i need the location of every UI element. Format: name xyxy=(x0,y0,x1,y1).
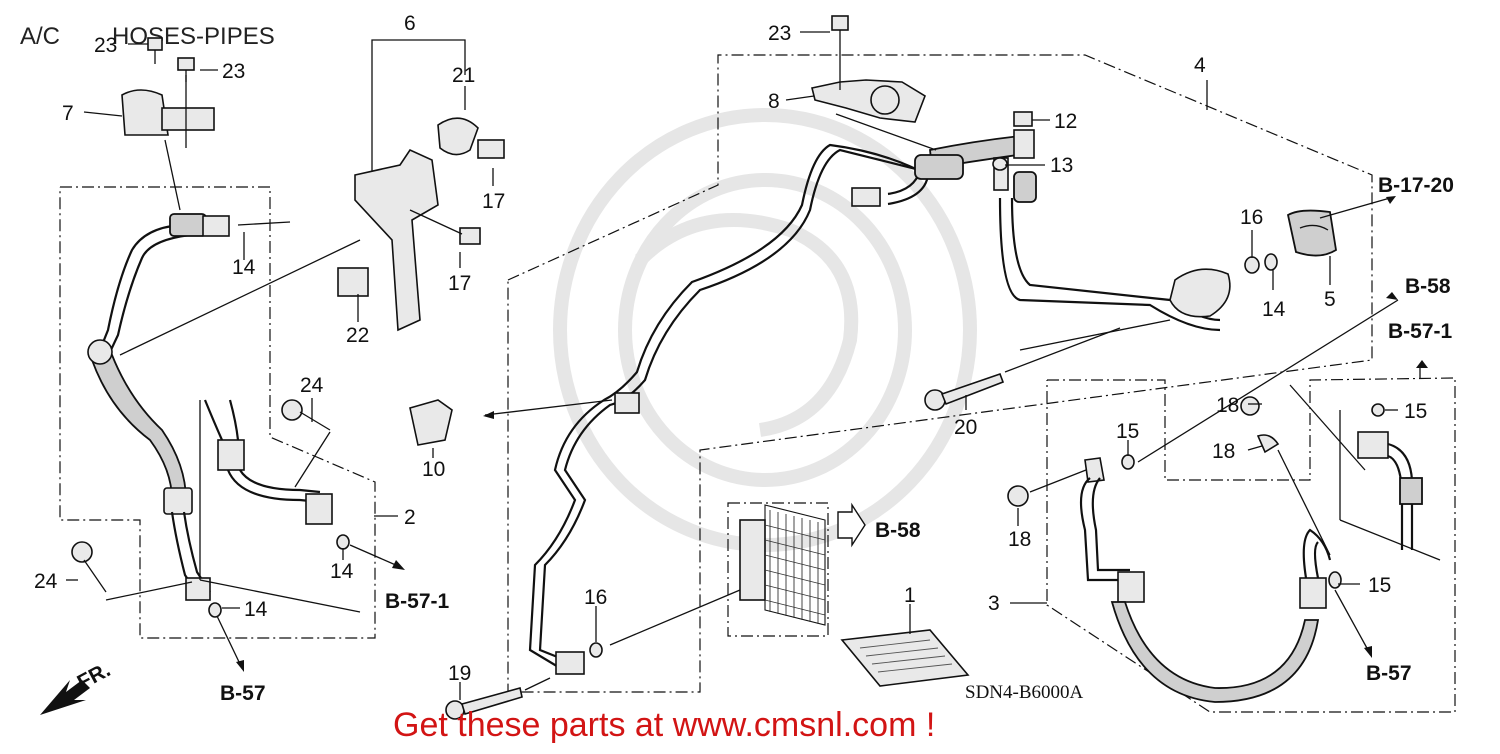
callout-24[interactable]: 24 xyxy=(300,374,324,397)
grommet-part-5 xyxy=(1286,197,1391,257)
ref-b-57-1[interactable]: B-57-1 xyxy=(1388,320,1453,343)
callout-17[interactable]: 17 xyxy=(448,272,471,295)
callout-14[interactable]: 14 xyxy=(1262,298,1286,321)
callout-4[interactable]: 4 xyxy=(1194,54,1206,77)
nuts-part-12-13 xyxy=(992,111,1033,171)
ref-b-58[interactable]: B-58 xyxy=(875,519,921,542)
condenser-assembly xyxy=(739,502,866,626)
reference-arrows xyxy=(216,196,1428,672)
hose-assembly-3 xyxy=(1007,299,1441,703)
callout-23[interactable]: 23 xyxy=(768,22,791,45)
clamp-part-8 xyxy=(811,15,926,123)
callout-6[interactable]: 6 xyxy=(404,12,416,35)
callout-2[interactable]: 2 xyxy=(404,506,416,529)
callout-14[interactable]: 14 xyxy=(244,598,268,621)
callout-23[interactable]: 23 xyxy=(94,34,117,57)
reference-labels: B-17-20 B-58 B-57-1 B-58 B-57-1 B-57 B-5… xyxy=(220,174,1454,705)
bolt-part-20 xyxy=(924,327,1121,411)
assembly-outlines xyxy=(59,39,1456,713)
direction-arrow: FR. xyxy=(40,658,114,715)
clamp-part-7 xyxy=(121,37,215,211)
callout-23[interactable]: 23 xyxy=(222,60,245,83)
callout-labels: 23 23 7 14 6 21 17 17 22 24 2 14 24 14 1… xyxy=(34,12,1427,685)
callout-15[interactable]: 15 xyxy=(1404,400,1427,423)
callout-16[interactable]: 16 xyxy=(1240,206,1263,229)
label-plate-part-1 xyxy=(840,604,970,687)
bracket-part-6 xyxy=(119,117,505,356)
diagram-code: SDN4-B6000A xyxy=(965,682,1084,703)
callout-12[interactable]: 12 xyxy=(1054,110,1077,133)
ref-b-57[interactable]: B-57 xyxy=(220,682,266,705)
callout-21[interactable]: 21 xyxy=(452,64,475,87)
callout-24[interactable]: 24 xyxy=(34,570,58,593)
promo-link-text[interactable]: Get these parts at www.cmsnl.com ! xyxy=(393,706,935,744)
callout-22[interactable]: 22 xyxy=(346,324,369,347)
ref-b-57-1[interactable]: B-57-1 xyxy=(385,590,450,613)
ref-b-57[interactable]: B-57 xyxy=(1366,662,1412,685)
ref-b-17-20[interactable]: B-17-20 xyxy=(1378,174,1454,197)
callout-10[interactable]: 10 xyxy=(422,458,445,481)
callout-16[interactable]: 16 xyxy=(584,586,607,609)
callout-14[interactable]: 14 xyxy=(232,256,256,279)
leader-lines xyxy=(66,31,1398,700)
ref-b-58[interactable]: B-58 xyxy=(1405,275,1451,298)
callout-3[interactable]: 3 xyxy=(988,592,1000,615)
callout-5[interactable]: 5 xyxy=(1324,288,1336,311)
bolts-part-24 xyxy=(71,399,331,601)
callout-20[interactable]: 20 xyxy=(954,416,977,439)
clip-part-10 xyxy=(409,399,613,446)
watermark-logo xyxy=(553,108,977,552)
callout-17[interactable]: 17 xyxy=(482,190,505,213)
hose-assembly-2 xyxy=(87,213,361,618)
callout-13[interactable]: 13 xyxy=(1050,154,1073,177)
callout-8[interactable]: 8 xyxy=(768,90,780,113)
callout-1[interactable]: 1 xyxy=(904,584,916,607)
callout-15[interactable]: 15 xyxy=(1368,574,1391,597)
callout-19[interactable]: 19 xyxy=(448,662,471,685)
callout-7[interactable]: 7 xyxy=(62,102,74,125)
bolt-part-19 xyxy=(445,589,741,720)
callout-14[interactable]: 14 xyxy=(330,560,354,583)
callout-15[interactable]: 15 xyxy=(1116,420,1139,443)
callout-18[interactable]: 18 xyxy=(1008,528,1031,551)
callout-18[interactable]: 18 xyxy=(1216,394,1239,417)
callout-18[interactable]: 18 xyxy=(1212,440,1235,463)
page-title: HOSES-PIPES xyxy=(112,23,275,50)
pipe-assembly-4 xyxy=(528,113,1278,675)
section-label: A/C xyxy=(20,23,60,50)
